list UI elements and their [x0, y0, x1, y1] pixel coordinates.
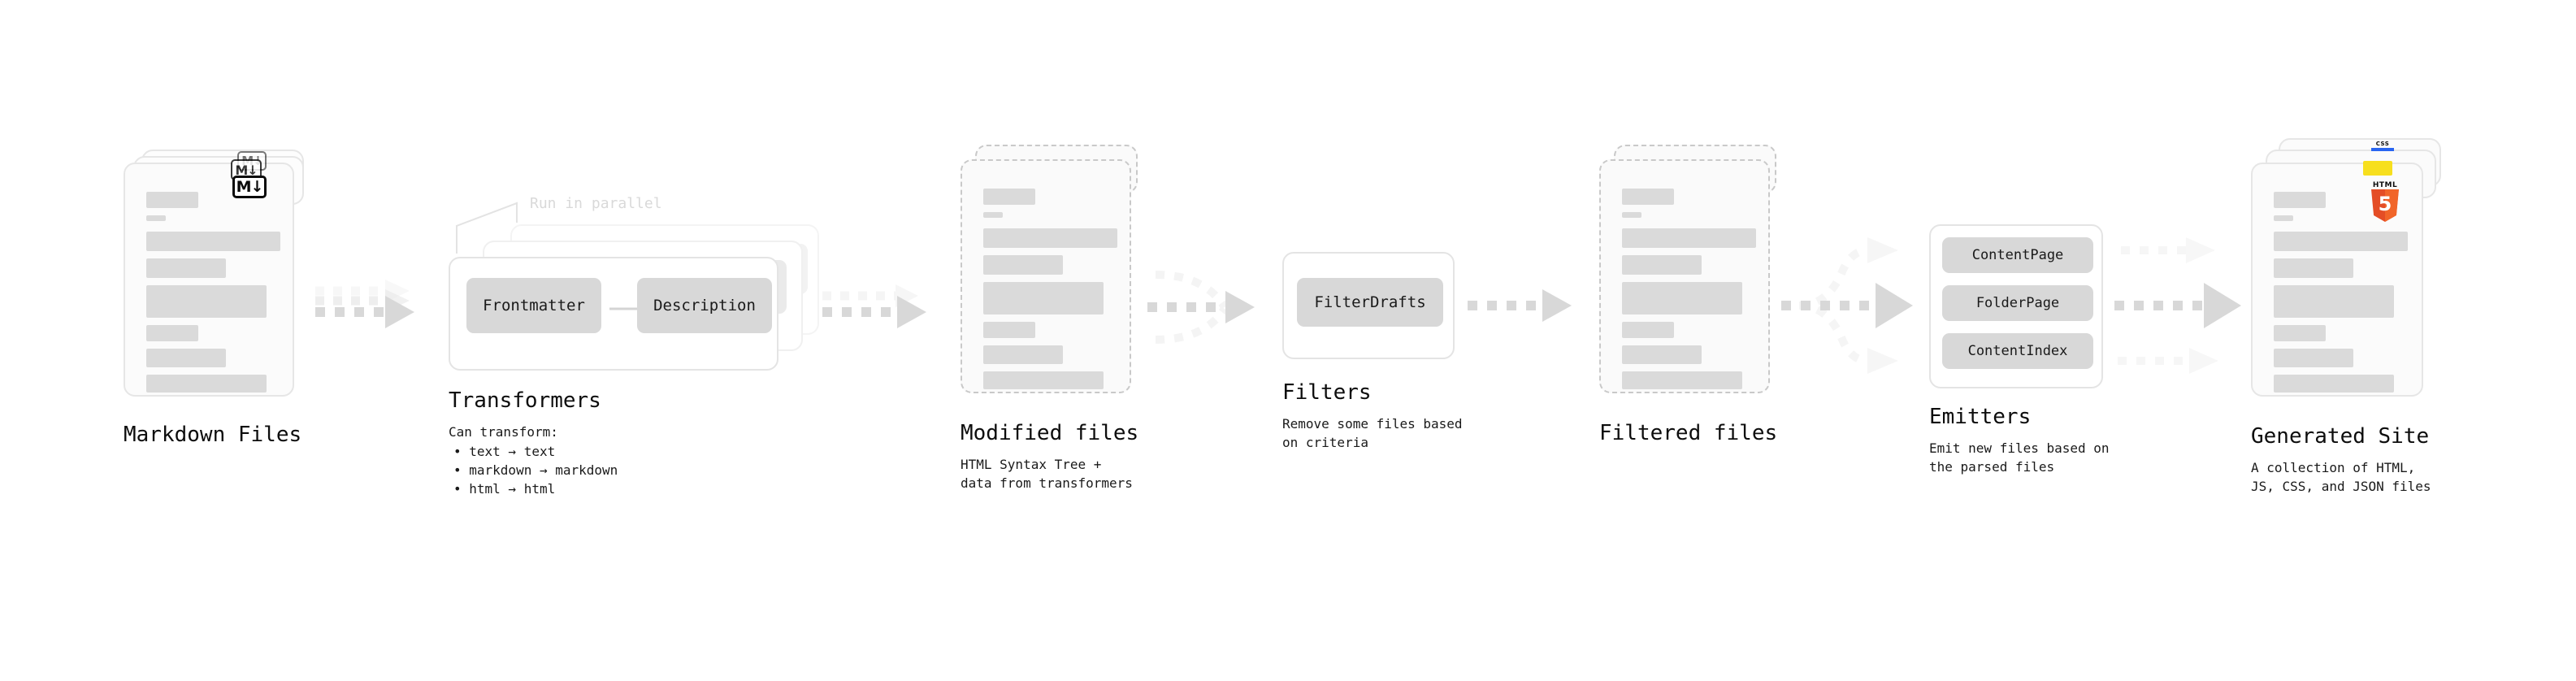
doc-bar	[983, 345, 1063, 364]
connector-md-to-transformers	[315, 268, 421, 349]
doc-bar	[2274, 375, 2394, 393]
connector-filtered-to-emitters	[1781, 232, 1928, 379]
doc-bar	[146, 325, 198, 341]
stage-modified-files: Modified files HTML Syntax Tree + data f…	[961, 145, 1147, 491]
transformer-box-layer-1: Frontmatter Description	[449, 257, 778, 371]
transformers-bullet: • text → text	[453, 444, 556, 459]
emitter-step-contentindex[interactable]: ContentIndex	[1942, 333, 2093, 369]
connector-filters-to-filtered	[1468, 276, 1581, 341]
doc-bar	[1622, 189, 1674, 205]
stage-generated-site: CSS HTML 5 Generated Site A collection o…	[2251, 138, 2446, 494]
generated-site-subtitle: A collection of HTML, JS, CSS, and JSON …	[2251, 460, 2431, 494]
doc-bar	[146, 285, 267, 318]
doc-bar	[983, 228, 1117, 248]
css-badge-label: CSS	[2375, 141, 2390, 147]
transformers-bullet: • html → html	[453, 481, 556, 497]
connector-modified-to-filters	[1147, 260, 1269, 349]
stage-title-markdown-files: Markdown Files	[124, 423, 302, 447]
doc-bar	[1622, 371, 1742, 389]
modified-files-subtitle: HTML Syntax Tree + data from transformer…	[961, 457, 1133, 491]
html5-badge: HTML 5	[2371, 182, 2399, 222]
doc-bar	[146, 215, 166, 221]
emitter-step-contentpage[interactable]: ContentPage	[1942, 237, 2093, 273]
doc-bar	[2274, 215, 2293, 221]
emitter-step-folderpage[interactable]: FolderPage	[1942, 285, 2093, 321]
filters-box: FilterDrafts	[1282, 252, 1455, 359]
doc-bar	[146, 258, 226, 278]
stage-title-filtered-files: Filtered files	[1599, 421, 1778, 445]
markdown-badge: M↓	[232, 176, 267, 198]
transformers-subtitle: Can transform:	[449, 424, 558, 440]
doc-bar	[1622, 255, 1702, 275]
doc-bar	[1622, 322, 1674, 338]
doc-bar	[1622, 212, 1641, 218]
html5-badge-number: 5	[2378, 193, 2392, 215]
doc-bar	[146, 349, 226, 367]
annotation-run-in-parallel: Run in parallel	[530, 195, 662, 212]
filters-subtitle: Remove some files based on criteria	[1282, 416, 1463, 450]
doc-bar	[983, 371, 1104, 389]
doc-bar	[1622, 282, 1742, 314]
doc-bar	[2274, 192, 2326, 208]
html5-shield-icon: 5	[2371, 189, 2399, 222]
doc-bar	[983, 322, 1035, 338]
doc-bar	[146, 232, 280, 251]
stage-filtered-files: Filtered files	[1599, 145, 1786, 445]
stage-title-generated-site: Generated Site	[2251, 424, 2430, 449]
doc-bar	[2274, 285, 2394, 318]
css-badge: CSS	[2371, 141, 2394, 151]
doc-bar	[2274, 258, 2353, 278]
parallel-bracket-icon	[456, 202, 518, 254]
site-card-front	[2251, 163, 2423, 397]
doc-bar	[146, 375, 267, 393]
transformers-bullet: • markdown → markdown	[453, 462, 618, 478]
stage-markdown-files: M↓ M↓ M↓ Markdown Files	[124, 150, 310, 447]
doc-bar	[983, 189, 1035, 205]
doc-bar	[2274, 349, 2353, 367]
doc-bar	[146, 192, 198, 208]
connector-transformers-to-modified	[822, 268, 936, 349]
doc-bar	[983, 255, 1063, 275]
doc-bar	[983, 212, 1003, 218]
transformers-bullet-list: • text → text • markdown → markdown • ht…	[453, 442, 618, 498]
emitters-subtitle: Emit new files based on the parsed files	[1929, 440, 2110, 475]
modified-card-front	[961, 159, 1131, 393]
doc-bar	[1622, 228, 1756, 248]
stage-title-transformers: Transformers	[449, 388, 601, 413]
doc-bar	[2274, 232, 2408, 251]
filter-step-filterdrafts[interactable]: FilterDrafts	[1297, 278, 1443, 327]
doc-bar	[2274, 325, 2326, 341]
css-badge-bar	[2371, 148, 2394, 151]
js-badge	[2363, 161, 2392, 176]
markdown-card-front	[124, 163, 294, 397]
stage-title-emitters: Emitters	[1929, 405, 2032, 429]
transformer-step-description[interactable]: Description	[637, 278, 772, 333]
connector-emitters-to-site	[2114, 232, 2261, 379]
doc-bar	[1622, 345, 1702, 364]
filtered-card-front	[1599, 159, 1770, 393]
transformer-step-frontmatter[interactable]: Frontmatter	[466, 278, 601, 333]
stage-title-filters: Filters	[1282, 380, 1372, 405]
doc-bar	[983, 282, 1104, 314]
html5-badge-label: HTML	[2372, 181, 2398, 189]
stage-title-modified-files: Modified files	[961, 421, 1139, 445]
emitters-box: ContentPage FolderPage ContentIndex	[1929, 224, 2103, 388]
